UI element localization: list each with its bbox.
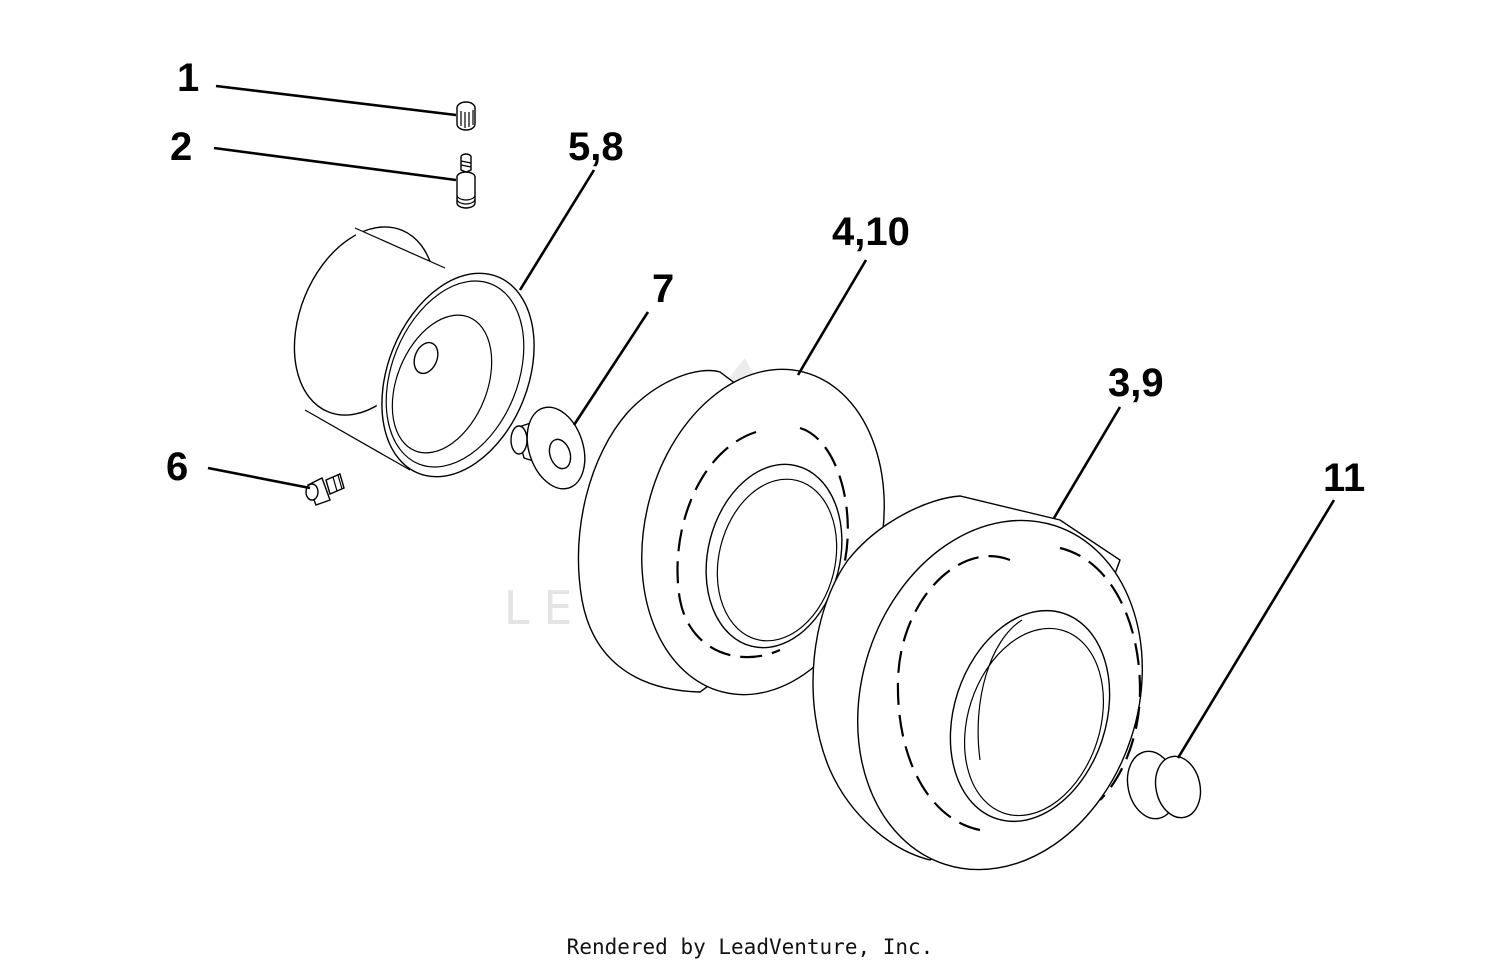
leader-6 (207, 466, 311, 490)
part-6-grease-fitting (305, 473, 345, 506)
leader-4-10 (796, 259, 868, 376)
callout-5-8: 5,8 (568, 125, 624, 169)
callout-6: 6 (166, 445, 188, 489)
leader-3-9 (1052, 406, 1122, 519)
leader-1 (215, 84, 457, 117)
leader-2 (213, 146, 457, 182)
part-5-8-rim (293, 226, 535, 478)
leader-lines (207, 84, 1336, 759)
leader-5-8 (518, 169, 596, 291)
leader-11 (1176, 499, 1336, 759)
callout-2: 2 (170, 125, 192, 169)
part-3-9-rear-tire (812, 495, 1144, 871)
callout-3-9: 3,9 (1108, 361, 1164, 405)
callout-11: 11 (1323, 456, 1365, 500)
callout-1: 1 (177, 56, 199, 100)
part-11-spacer (1126, 750, 1202, 820)
part-2-valve-stem (456, 153, 476, 209)
callout-7: 7 (652, 267, 674, 311)
callout-4-10: 4,10 (832, 210, 910, 254)
footer-credit: Rendered by LeadVenture, Inc. (566, 935, 934, 959)
leader-7 (572, 311, 650, 426)
callouts: 1 2 5,8 4,10 7 3,9 6 11 (166, 56, 1365, 500)
part-7-bushing (510, 406, 586, 490)
part-1-valve-cap (456, 101, 476, 131)
